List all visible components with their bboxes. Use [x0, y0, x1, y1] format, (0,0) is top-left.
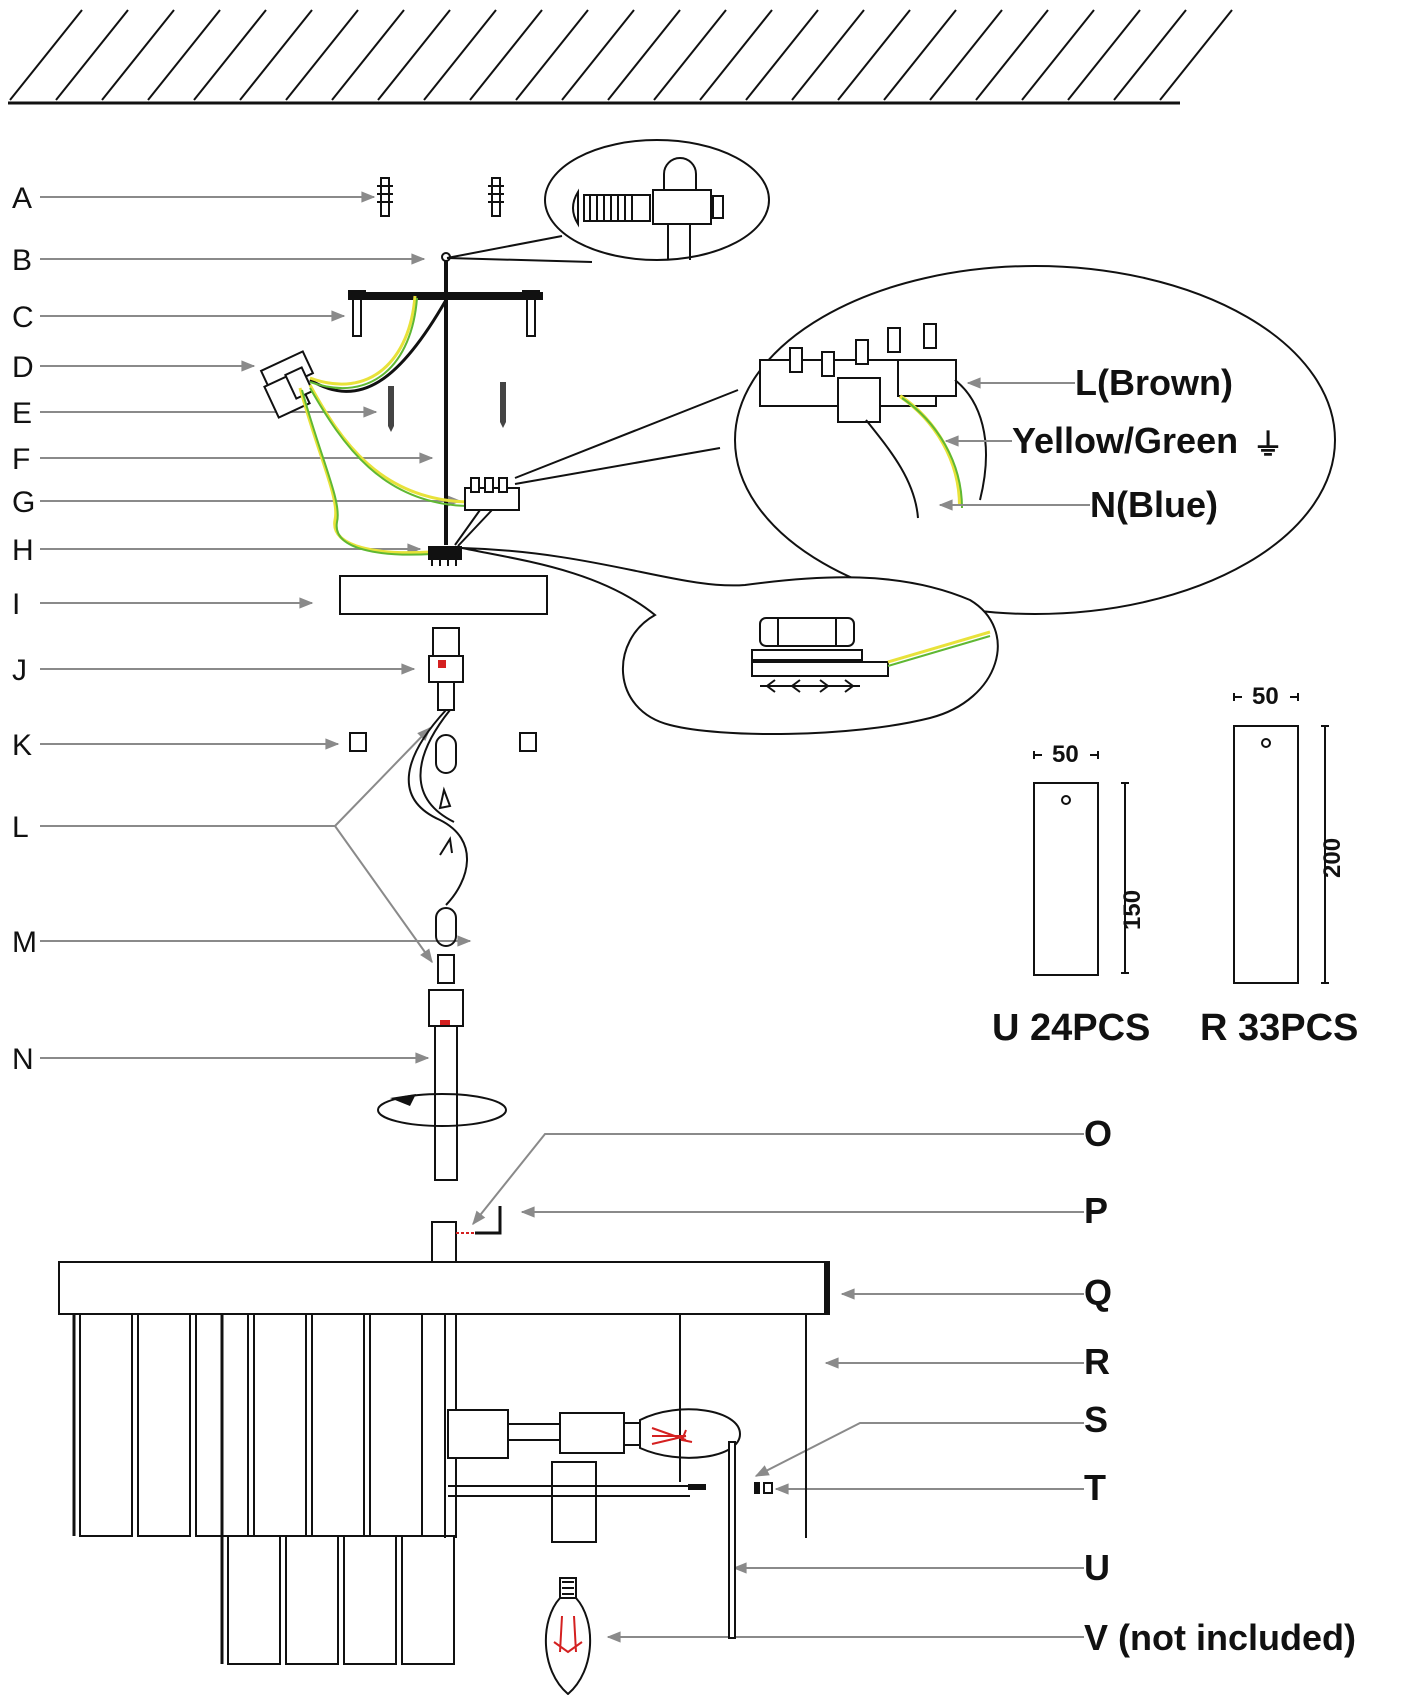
label-c: C [12, 301, 34, 334]
earth-terminal [428, 546, 462, 566]
crystal-panel-u [728, 1441, 736, 1639]
hatch-line [975, 9, 1049, 101]
label-n: N [12, 1043, 34, 1076]
earth-screw-callout [446, 139, 770, 263]
hatch-line [377, 9, 451, 101]
crystal-drops [72, 1313, 455, 1665]
crystal-u-spec: 50 150 U 24PCS [992, 741, 1150, 1049]
left-leaders [40, 191, 472, 1064]
label-f: F [12, 443, 30, 476]
right-labels: O P Q R S T U V (not included) [1084, 1113, 1356, 1658]
label-d: D [12, 351, 34, 384]
crystal-drop [253, 1313, 307, 1537]
fixing-screws [388, 382, 506, 432]
bulb-not-included [544, 1577, 592, 1695]
crystal-drop [285, 1535, 339, 1665]
wall-plug-anchors [377, 177, 504, 217]
earth-symbol: ⏚ [1253, 429, 1283, 462]
crystal-r-spec: 50 200 R 33PCS [1200, 683, 1358, 1049]
label-b: B [12, 244, 32, 277]
hatch-line [285, 9, 359, 101]
hatch-line [55, 9, 129, 101]
hatch-line [791, 9, 865, 101]
hatch-line [561, 9, 635, 101]
hatch-line [423, 9, 497, 101]
ceiling-canopy [339, 575, 548, 615]
live-wire-label: L(Brown) [1075, 362, 1233, 403]
label-u: U [1084, 1547, 1110, 1588]
label-g: G [12, 486, 35, 519]
hatch-line [699, 9, 773, 101]
hatch-line [653, 9, 727, 101]
right-leaders [472, 1133, 1084, 1643]
crystal-drop [227, 1535, 281, 1665]
u-height-dim: 150 [1119, 890, 1146, 930]
crystal-drop [343, 1535, 397, 1665]
label-e: E [12, 397, 32, 430]
u-qty-caption: U 24PCS [992, 1007, 1150, 1049]
hatch-line [837, 9, 911, 101]
earth-nut-callout [461, 547, 999, 735]
chain-assembly [377, 627, 507, 1181]
terminal-block-callout: L(Brown) Yellow/Green ⏚ N(Blue) [514, 265, 1336, 615]
lamp-arm [447, 1408, 742, 1543]
hatch-line [1159, 9, 1233, 101]
label-k: K [12, 729, 32, 762]
nut-right [519, 732, 537, 752]
hatch-line [1021, 9, 1095, 101]
hatch-line [9, 9, 83, 101]
hatch-line [469, 9, 543, 101]
crystal-drop [369, 1313, 423, 1537]
label-m: M [12, 926, 37, 959]
crystal-drop [401, 1535, 455, 1665]
hatch-line [239, 9, 313, 101]
hatch-line [745, 9, 819, 101]
label-v: V (not included) [1084, 1617, 1356, 1658]
wire-connector [259, 350, 315, 419]
mains-wires [298, 295, 469, 556]
terminal-block [454, 477, 520, 547]
nut-left [349, 732, 367, 752]
side-screw [754, 1482, 773, 1494]
label-q: Q [1084, 1272, 1112, 1313]
hatch-line [147, 9, 221, 101]
hatch-line [883, 9, 957, 101]
hatch-line [1113, 9, 1187, 101]
r-height-dim: 200 [1319, 838, 1346, 878]
crystal-drop [311, 1313, 365, 1537]
label-a: A [12, 182, 32, 215]
ceiling-hatch [9, 9, 1233, 101]
label-p: P [1084, 1190, 1108, 1231]
hatch-line [515, 9, 589, 101]
label-r: R [1084, 1341, 1110, 1382]
label-t: T [1084, 1467, 1106, 1508]
crystal-drop [79, 1313, 133, 1537]
label-o: O [1084, 1113, 1112, 1154]
label-h: H [12, 534, 34, 567]
neutral-wire-label: N(Blue) [1090, 484, 1218, 525]
hatch-line [331, 9, 405, 101]
hatch-line [607, 9, 681, 101]
hatch-line [929, 9, 1003, 101]
label-l: L [12, 811, 29, 844]
label-j: J [12, 654, 27, 687]
frame-plate [58, 1261, 830, 1315]
r-qty-caption: R 33PCS [1200, 1007, 1358, 1049]
earth-wire-label: Yellow/Green [1012, 420, 1238, 461]
left-labels: A B C D E F G H I J K L M N [12, 182, 37, 1076]
crystal-drop [137, 1313, 191, 1537]
hatch-line [193, 9, 267, 101]
hatch-line [1067, 9, 1141, 101]
u-width-dim: 50 [1052, 741, 1079, 768]
hatch-line [101, 9, 175, 101]
label-i: I [12, 588, 20, 621]
label-s: S [1084, 1399, 1108, 1440]
r-width-dim: 50 [1252, 683, 1279, 710]
